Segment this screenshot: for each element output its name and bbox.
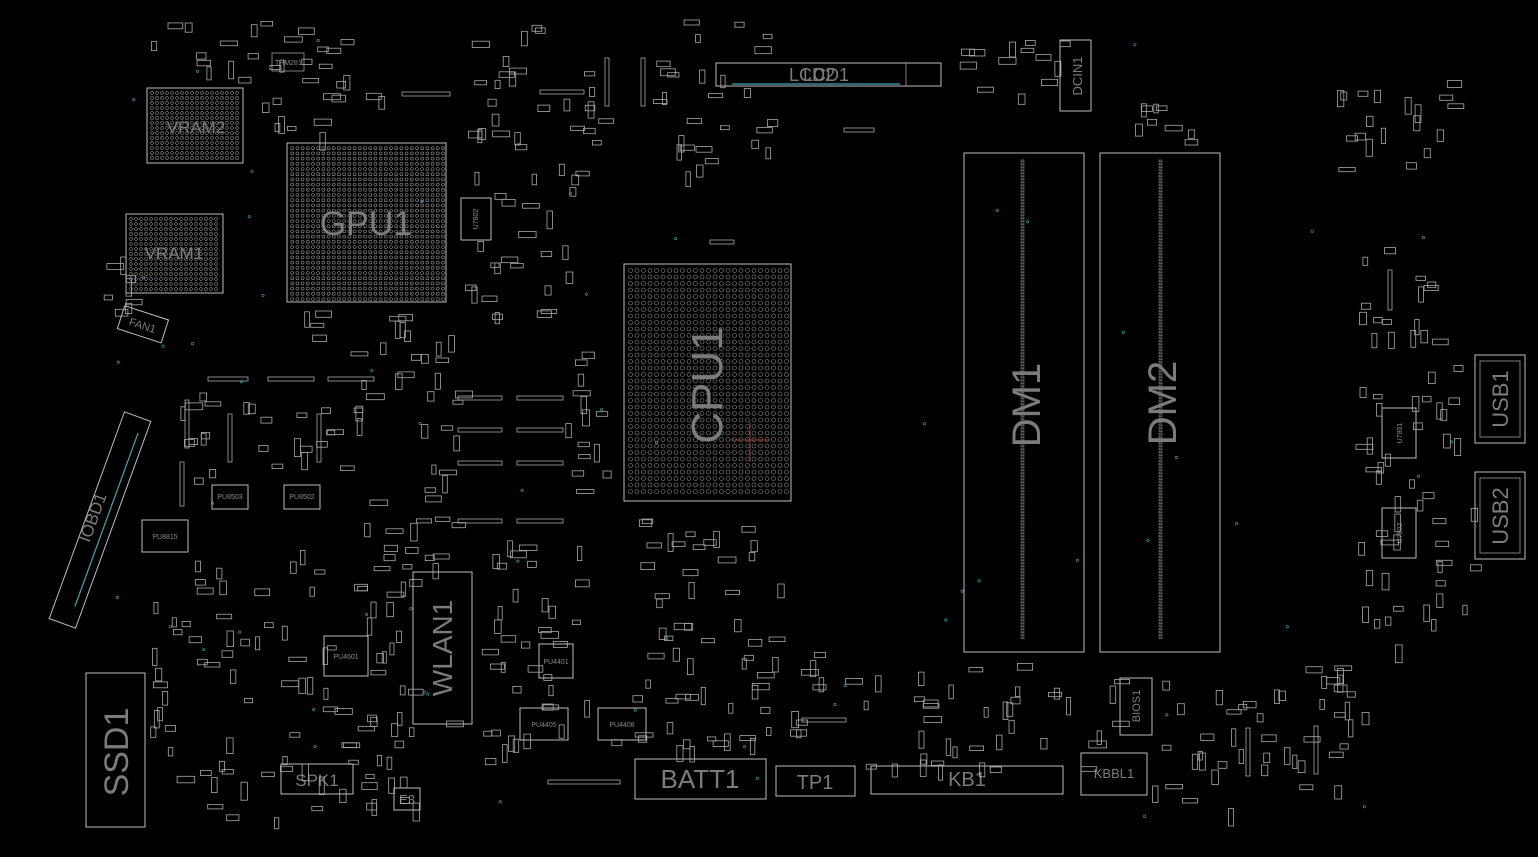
pu8503-label: PU8503 xyxy=(217,494,242,501)
component-wlan1[interactable]: WLAN1 xyxy=(412,571,473,725)
u7802b-label: U7802 xyxy=(473,209,480,230)
passive-components xyxy=(103,19,1482,830)
component-kbbl1[interactable]: KBBL1 xyxy=(1080,752,1148,796)
component-vram2[interactable]: VRAM2 xyxy=(146,87,244,164)
usb2-label: USB2 xyxy=(1488,487,1513,544)
component-tp1[interactable]: TP1 xyxy=(775,765,856,797)
component-bios1[interactable]: BIOS1 xyxy=(1119,677,1153,736)
vram1-label: VRAM1 xyxy=(145,244,204,263)
u7802-label: U7802 xyxy=(1397,523,1404,544)
component-gpu1[interactable]: GPU1 xyxy=(286,142,447,303)
iobd1-label: IOBD1 xyxy=(75,490,110,544)
gpu1-label: GPU1 xyxy=(320,205,413,243)
batt1-label: BATT1 xyxy=(661,764,740,794)
lcd2-label: LCD2 xyxy=(789,65,835,85)
component-u7802-top[interactable]: U7802 xyxy=(460,197,492,241)
component-pu8502[interactable]: PU8502 xyxy=(283,484,321,510)
component-pu4405[interactable]: PU4405 xyxy=(519,707,569,741)
component-pu4408[interactable]: PU4408 xyxy=(597,707,647,741)
cpu1-label: CPU1 xyxy=(683,326,732,443)
dcin1-label: DCIN1 xyxy=(1070,56,1085,95)
u7801-label: U7801 xyxy=(1397,423,1404,444)
ssd1-label: SSD1 xyxy=(98,708,136,797)
pu4405-label: PU4405 xyxy=(531,722,556,729)
dm2-label: DM2 xyxy=(1141,361,1185,445)
tp1-label: TP1 xyxy=(797,772,834,794)
pu4401-label: PU4401 xyxy=(543,659,568,666)
component-dm2[interactable]: DM2 xyxy=(1099,152,1221,653)
e3-label: E3 xyxy=(399,792,415,807)
dm1-label: DM1 xyxy=(1005,363,1049,447)
usb1-label: USB1 xyxy=(1488,370,1513,427)
component-u7801[interactable]: U7801 xyxy=(1381,407,1417,459)
component-cpu1[interactable]: CPU1 xyxy=(623,263,792,502)
vram2-label: VRAM2 xyxy=(167,118,226,137)
component-usb1[interactable]: USB1 xyxy=(1474,354,1526,444)
component-ssd1[interactable]: SSD1 xyxy=(85,672,146,828)
thm-label: THM281 xyxy=(275,60,302,67)
bios1-label: BIOS1 xyxy=(1131,690,1143,722)
pu4408-label: PU4408 xyxy=(609,722,634,729)
component-pu4401[interactable]: PU4401 xyxy=(538,643,574,679)
spk1-label: SPK1 xyxy=(295,771,338,790)
pu8815-label: PU8815 xyxy=(152,534,177,541)
component-kb1[interactable]: KB1 xyxy=(870,765,1064,795)
component-fan1[interactable]: FAN1 xyxy=(116,305,170,344)
lcd1-label: LCD1 xyxy=(803,65,849,85)
component-iobd1[interactable]: IOBD1 xyxy=(46,411,152,629)
component-spk1[interactable]: SPK1 xyxy=(280,763,354,795)
kb1-label: KB1 xyxy=(948,769,986,791)
component-pu4601[interactable]: PU4601 xyxy=(323,635,369,677)
component-dm1[interactable]: DM1 xyxy=(963,152,1085,653)
component-lcd1[interactable]: LCD2 LCD1 xyxy=(715,62,942,87)
wlan1-label: WLAN1 xyxy=(427,600,458,696)
component-e3[interactable]: E3 xyxy=(393,787,421,811)
kbbl1-label: KBBL1 xyxy=(1094,766,1134,781)
component-u7802[interactable]: U7802 xyxy=(1381,507,1417,559)
component-batt1[interactable]: BATT1 xyxy=(634,758,767,800)
component-thm[interactable]: THM281 xyxy=(271,52,305,72)
component-dcin1[interactable]: DCIN1 xyxy=(1059,39,1092,112)
component-vram1[interactable]: VRAM1 xyxy=(125,213,224,294)
component-usb2[interactable]: USB2 xyxy=(1474,471,1526,560)
pu4601-label: PU4601 xyxy=(333,654,358,661)
pu8502-label: PU8502 xyxy=(289,494,314,501)
component-pu8815[interactable]: PU8815 xyxy=(141,519,189,553)
component-pu8503[interactable]: PU8503 xyxy=(211,484,249,510)
